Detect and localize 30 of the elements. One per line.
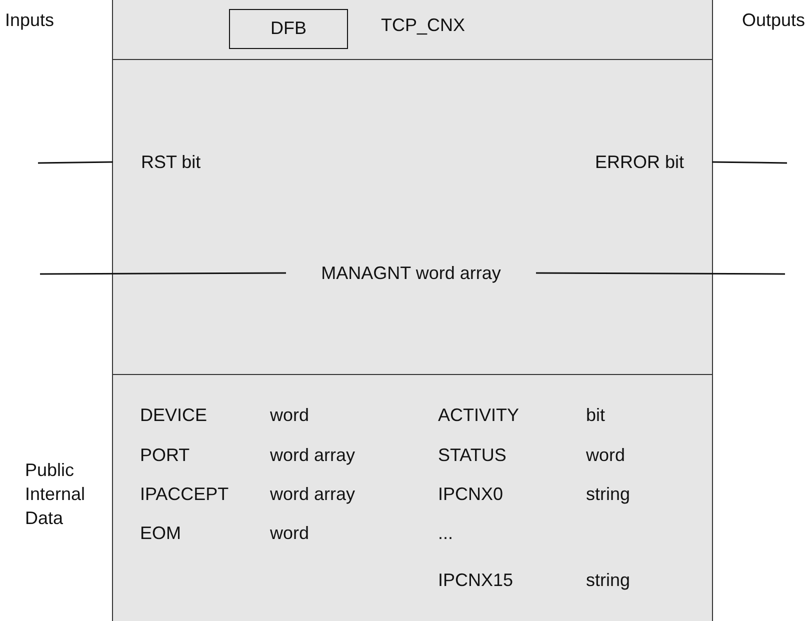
table-cell-text: string [586,483,630,506]
block-name: TCP_CNX [381,14,466,37]
table-cell-text: DEVICE [140,404,208,427]
section-label: Public Internal Data [25,459,86,530]
table-cell-text: PORT [140,444,190,467]
pin-line [38,161,114,164]
pin-label: MANAGNT word array [286,261,536,285]
pin-line [40,272,286,275]
table-cell-text: word [586,444,626,467]
table-cell-text: word [270,522,310,545]
table-cell-text: word array [270,444,356,467]
table-cell-text: ACTIVITY [438,404,520,427]
type-label: DFB [229,9,348,49]
table-cell-text: STATUS [438,444,506,467]
table-cell-text: string [586,569,630,592]
pin-label: ERROR bit [594,150,712,174]
table-cell-text: IPCNX15 [438,569,514,592]
pin-line [712,161,788,164]
table-cell-text: IPACCEPT [140,483,229,506]
table-cell-text: word [270,404,310,427]
table-cell-text: EOM [140,522,182,545]
table-cell-text: word array [270,483,356,506]
pin-label: RST bit [113,150,201,174]
table-cell-text: IPCNX0 [438,483,504,506]
side-label: Outputs [742,9,806,32]
pin-line [536,272,785,275]
table-cell-text: bit [586,404,606,427]
side-label: Inputs [5,9,54,32]
table-cell-text: ... [438,522,454,545]
function-block [112,0,713,621]
